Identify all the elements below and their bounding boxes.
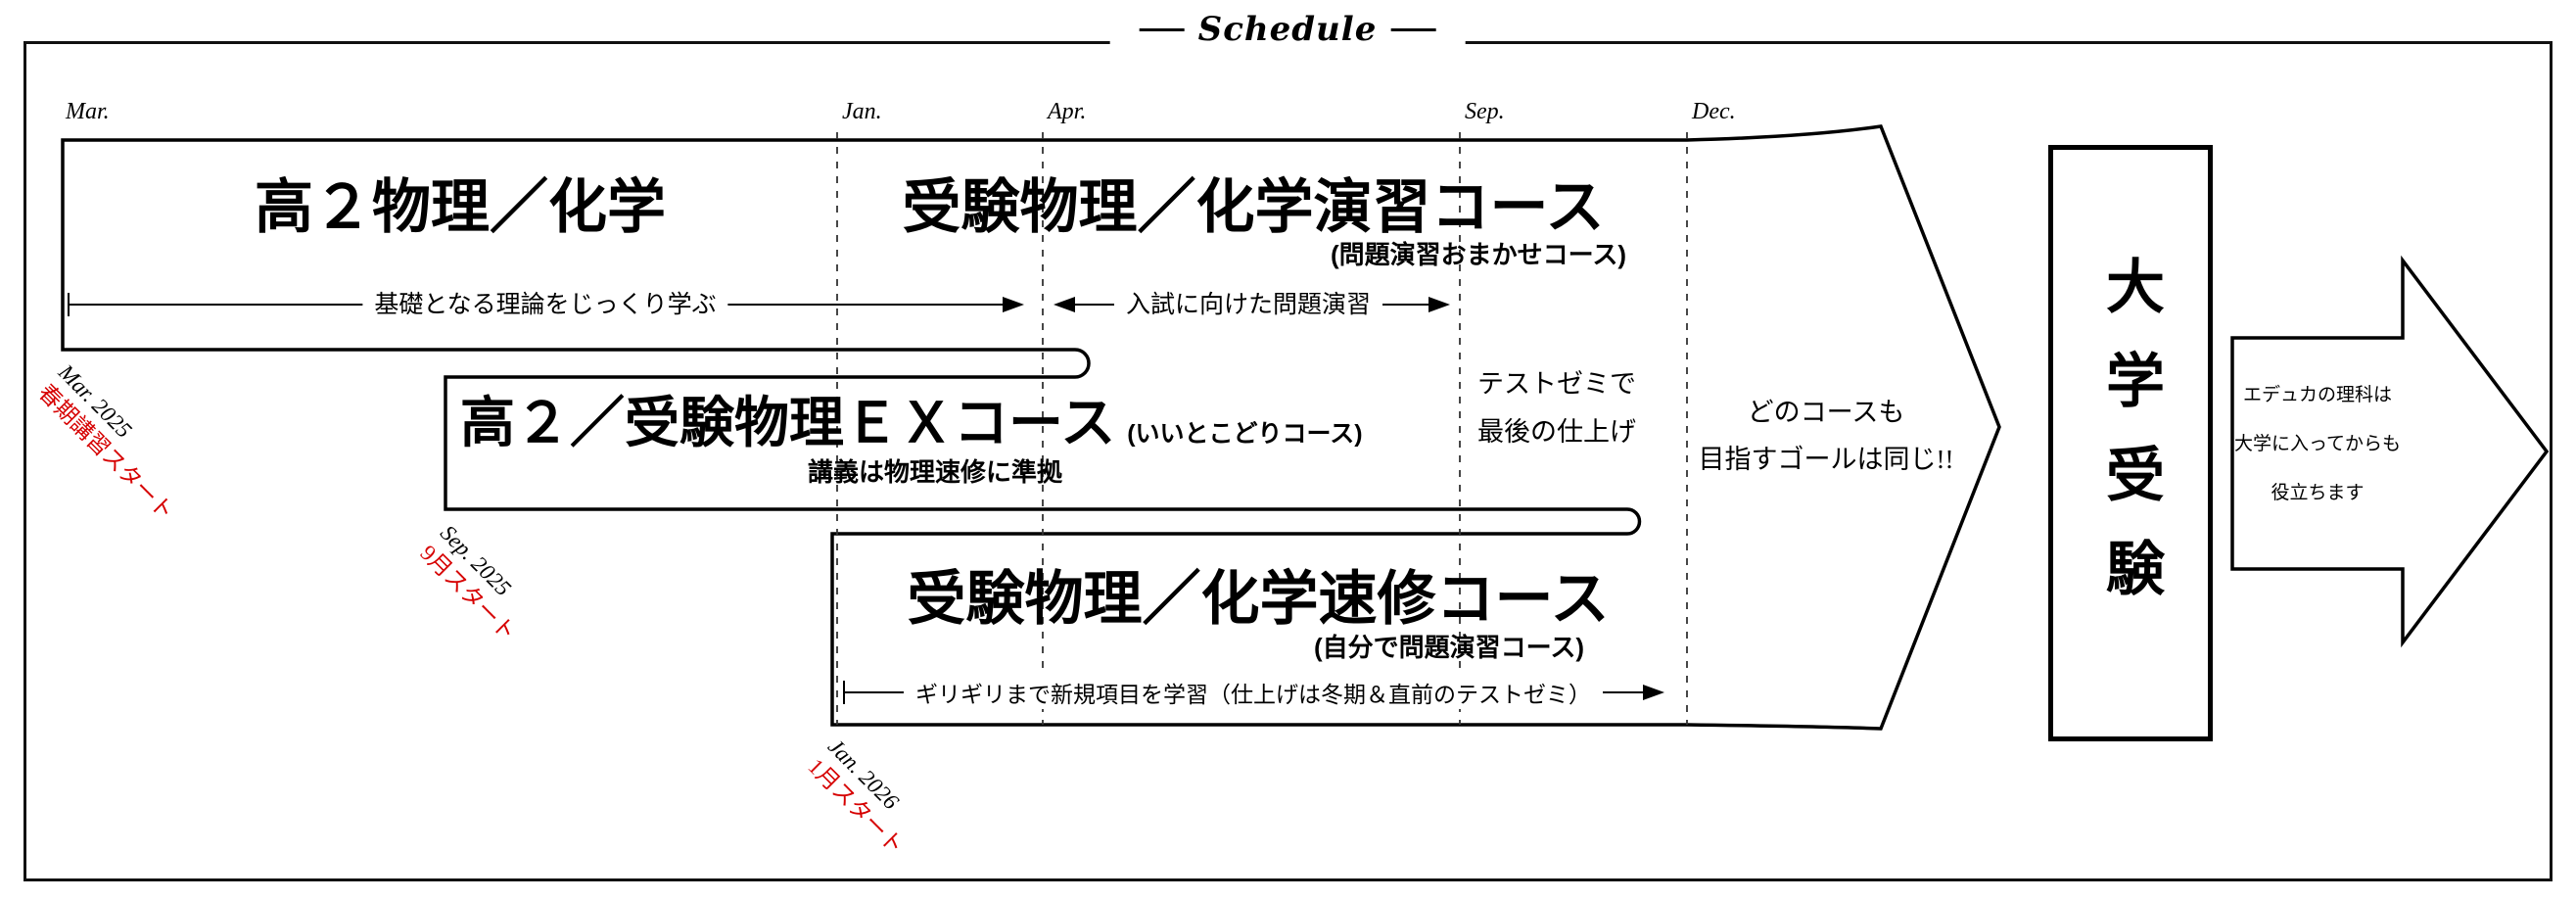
- month-label-jan: Jan.: [842, 99, 882, 124]
- track2-title: 高２／受験物理ＥＸコース: [460, 392, 1116, 453]
- schedule-title-group: Schedule: [1109, 8, 1466, 51]
- outro-arrow-text: エデュカの理科は 大学に入ってからも 役立ちます: [2234, 371, 2401, 518]
- outro-line3: 役立ちます: [2271, 483, 2365, 503]
- note-same-goal-line1: どのコースも: [1747, 398, 1905, 427]
- track2-title-row: 高２／受験物理ＥＸコース (いいとこどりコース): [460, 379, 1363, 458]
- title-rule-left: [1139, 27, 1185, 31]
- month-label-apr: Apr.: [1048, 99, 1087, 124]
- track1-title-left: 高２物理／化学: [255, 174, 666, 240]
- outro-line2: 大学に入ってからも: [2233, 434, 2402, 454]
- goal-box: 大学受験: [2048, 145, 2213, 741]
- note-same-goal: どのコースも 目指すゴールは同じ!!: [1699, 389, 1954, 483]
- month-label-mar: Mar.: [66, 99, 110, 124]
- track2-note: 講義は物理速修に準拠: [807, 458, 1063, 487]
- note-test-zemi: テストゼミで 最後の仕上げ: [1477, 360, 1636, 456]
- month-label-dec: Dec.: [1692, 99, 1736, 124]
- annotation-exam-text: 入試に向けた問題演習: [1113, 285, 1383, 320]
- note-same-goal-line2: 目指すゴールは同じ!!: [1698, 445, 1954, 474]
- goal-text: 大学受験: [2097, 255, 2164, 632]
- title-rule-right: [1390, 27, 1436, 31]
- outro-line1: エデュカの理科は: [2242, 385, 2392, 405]
- track1-title-right: 受験物理／化学演習コース: [902, 174, 1605, 240]
- month-label-sep: Sep.: [1465, 99, 1505, 124]
- track3-subtitle: (自分で問題演習コース): [1313, 633, 1585, 662]
- annotation-final-text: ギリギリまで新規項目を学習（仕上げは冬期＆直前のテストゼミ）: [904, 676, 1603, 709]
- annotation-basics-text: 基礎となる理論をじっくり学ぶ: [362, 285, 728, 320]
- schedule-title: Schedule: [1197, 10, 1378, 49]
- track2-subtitle: (いいとこどりコース): [1127, 420, 1363, 448]
- track3-title: 受験物理／化学速修コース: [907, 566, 1610, 632]
- note-test-zemi-line2: 最後の仕上げ: [1477, 417, 1636, 447]
- note-test-zemi-line1: テストゼミで: [1477, 369, 1636, 399]
- track1-subtitle: (問題演習おまかせコース): [1330, 240, 1627, 269]
